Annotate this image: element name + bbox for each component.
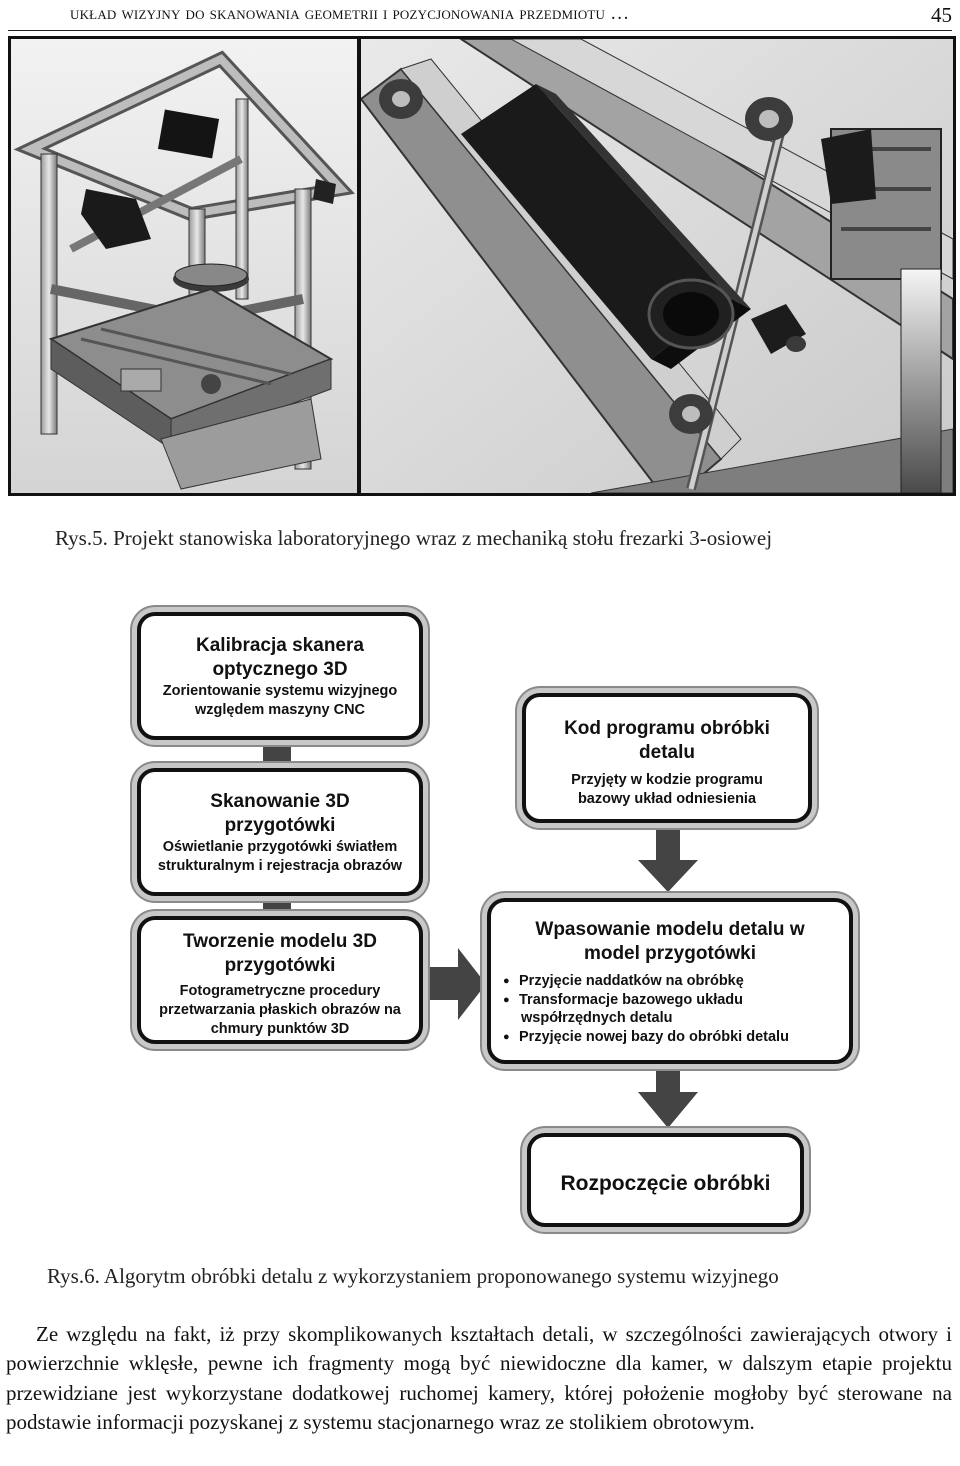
step-program-code-desc-1: Przyjęty w kodzie programu [571,772,763,788]
step-scanning-box: Skanowanie 3D przygotówki Oświetlanie pr… [137,768,423,896]
step-fitting-item-1: Przyjęcie naddatków na obróbkę [503,972,849,991]
arrow-fitting-to-start [638,1069,698,1128]
arrow-code-to-fitting [638,828,698,892]
page-number: 45 [931,3,952,27]
step-fitting-list: Przyjęcie naddatków na obróbkę Transform… [491,972,849,1046]
step-start-machining-title: Rozpoczęcie obróbki [560,1172,771,1195]
running-header-title: Układ wizyjny do skanowania geometrii i … [70,3,630,24]
step-calibration-title-2: optycznego 3D [212,659,348,680]
body-paragraph: Ze względu na fakt, iż przy skomplikowan… [6,1322,952,1434]
step-fitting-title-1: Wpasowanie modelu detalu w [535,919,805,940]
step-program-code-box: Kod programu obróbki detalu Przyjęty w k… [522,693,812,823]
figure-6-caption: Rys.6. Algorytm obróbki detalu z wykorzy… [47,1264,779,1288]
step-calibration-title-1: Kalibracja skanera [196,635,364,656]
step-scanning-desc-2: strukturalnym i rejestracja obrazów [157,858,403,874]
camera-closeup-render-drawing [361,39,953,493]
step-modeling-title-2: przygotówki [224,955,336,976]
camera-closeup-render-image [358,36,956,496]
step-program-code-desc-2: bazowy układ odniesienia [577,791,757,807]
arrow-modeling-to-fitting [425,948,486,1020]
step-modeling-box: Tworzenie modelu 3D przygotówki Fotogram… [137,916,423,1044]
step-program-code-title-1: Kod programu obróbki [564,718,770,739]
step-fitting-item-3: Przyjęcie nowej bazy do obróbki detalu [503,1028,849,1047]
step-modeling-desc-1: Fotogrametryczne procedury [179,983,381,999]
step-calibration-desc-2: względem maszyny CNC [194,702,366,718]
step-program-code-title-2: detalu [639,742,695,763]
step-modeling-desc-2: przetwarzania płaskich obrazów na [159,1002,401,1018]
step-fitting-title-2: model przygotówki [583,943,757,964]
step-calibration-box: Kalibracja skanera optycznego 3D Zorient… [137,612,423,740]
step-scanning-desc-1: Oświetlanie przygotówki światłem [162,839,398,855]
step-calibration-desc-1: Zorientowanie systemu wizyjnego [162,683,398,699]
figure-5-caption: Rys.5. Projekt stanowiska laboratoryjneg… [55,526,773,550]
step-scanning-title-1: Skanowanie 3D [210,791,350,812]
lab-stand-render-image [8,36,360,496]
lab-stand-render-drawing [11,39,357,493]
step-modeling-desc-3: chmury punktów 3D [210,1021,350,1037]
running-header: Układ wizyjny do skanowania geometrii i … [8,0,952,31]
step-scanning-title-2: przygotówki [224,815,336,836]
step-modeling-title-1: Tworzenie modelu 3D [183,931,377,952]
step-fitting-box: Wpasowanie modelu detalu w model przygot… [487,898,853,1064]
step-fitting-item-2-cont: współrzędnych detalu [521,1010,673,1026]
step-start-machining-box: Rozpoczęcie obróbki [527,1133,804,1227]
step-fitting-item-2: Transformacje bazowego układu [503,991,849,1010]
